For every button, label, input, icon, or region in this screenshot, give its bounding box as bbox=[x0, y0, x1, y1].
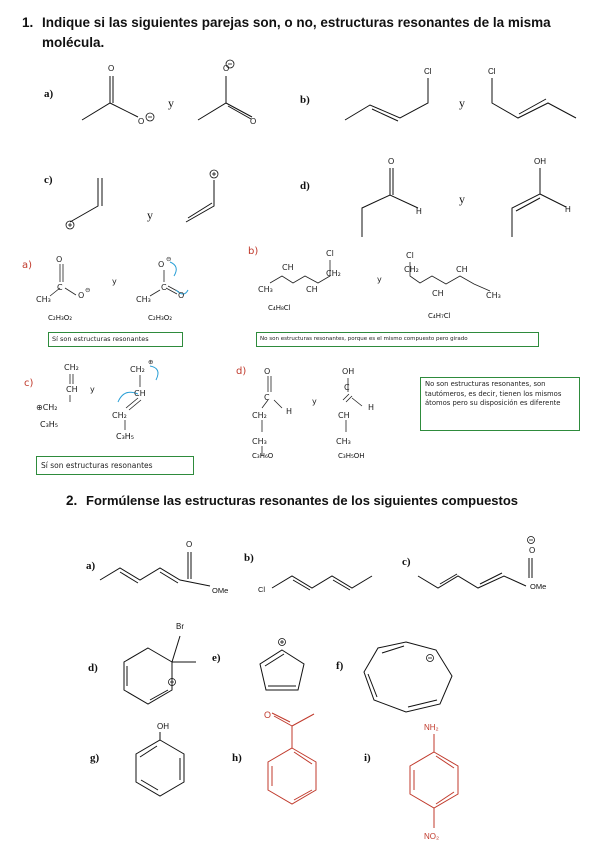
svg-text:CH₂: CH₂ bbox=[404, 265, 419, 274]
svg-text:CH: CH bbox=[456, 265, 468, 274]
q2-label-b: b) bbox=[244, 552, 254, 564]
svg-text:H: H bbox=[565, 205, 571, 214]
svg-text:⊕: ⊕ bbox=[148, 358, 153, 366]
q2-g-oh: OH bbox=[157, 722, 169, 731]
q2-label-h: h) bbox=[232, 752, 242, 764]
q2-label-e: e) bbox=[212, 652, 221, 664]
q2-d-br: Br bbox=[176, 622, 184, 631]
svg-text:O: O bbox=[138, 117, 144, 126]
svg-text:CH: CH bbox=[134, 389, 146, 398]
q2-label-c: c) bbox=[402, 556, 411, 568]
svg-text:O: O bbox=[264, 367, 270, 376]
q2-label-a: a) bbox=[86, 560, 96, 572]
q2-text: Formúlense las estructuras resonantes de… bbox=[86, 493, 519, 508]
svg-text:Cl: Cl bbox=[326, 249, 334, 258]
q1-label-d: d) bbox=[300, 180, 310, 192]
svg-text:Cl: Cl bbox=[424, 67, 432, 76]
svg-text:y: y bbox=[377, 275, 382, 284]
svg-text:CH₂: CH₂ bbox=[326, 269, 341, 278]
q2-c-o: O bbox=[529, 546, 536, 555]
answer-d-formula-right: C₃H₅OH bbox=[338, 452, 365, 460]
q2-i-no2: NO₂ bbox=[424, 832, 440, 841]
svg-text:C: C bbox=[57, 283, 63, 292]
q1-number: 1. bbox=[22, 15, 34, 30]
svg-text:O: O bbox=[388, 157, 394, 166]
answer-d-formula-left: C₃H₆O bbox=[252, 452, 274, 460]
answer-d-label: d) bbox=[236, 366, 247, 377]
q2-c-ome: OMe bbox=[530, 582, 547, 591]
svg-text:H: H bbox=[368, 403, 374, 412]
q2-a-ome: OMe bbox=[212, 586, 229, 595]
svg-text:CH₃: CH₃ bbox=[252, 437, 267, 446]
svg-text:CH: CH bbox=[306, 285, 318, 294]
answer-a-formula-right: C₂H₃O₂ bbox=[148, 314, 173, 322]
svg-text:CH: CH bbox=[338, 411, 350, 420]
svg-text:CH: CH bbox=[66, 385, 78, 394]
answer-c-right: C₃H₅ bbox=[116, 432, 135, 441]
q2-number: 2. bbox=[66, 493, 78, 508]
svg-text:CH: CH bbox=[282, 263, 294, 272]
answer-b-box: No son estructuras resonantes, porque es… bbox=[256, 332, 539, 347]
svg-text:H: H bbox=[416, 207, 422, 216]
q2-label-d: d) bbox=[88, 662, 98, 674]
svg-text:CH₃: CH₃ bbox=[36, 295, 51, 304]
svg-text:O: O bbox=[178, 291, 184, 300]
svg-text:⊖: ⊖ bbox=[85, 286, 90, 294]
q1-and-b: y bbox=[459, 96, 465, 110]
q2-i-nh2: NH₂ bbox=[424, 723, 439, 732]
q1-label-c: c) bbox=[44, 174, 53, 186]
svg-text:Cl: Cl bbox=[488, 67, 496, 76]
svg-text:OH: OH bbox=[342, 367, 354, 376]
q1-and-d: y bbox=[459, 192, 465, 206]
q1-label-a: a) bbox=[44, 88, 54, 100]
svg-text:⊕CH₂: ⊕CH₂ bbox=[36, 403, 58, 412]
svg-text:CH₃: CH₃ bbox=[336, 437, 351, 446]
svg-text:H: H bbox=[286, 407, 292, 416]
svg-text:Cl: Cl bbox=[406, 251, 414, 260]
svg-text:OH: OH bbox=[534, 157, 546, 166]
q2-label-i: i) bbox=[364, 752, 371, 764]
q2-label-g: g) bbox=[90, 752, 100, 764]
answer-a-label: a) bbox=[22, 260, 33, 271]
svg-text:O: O bbox=[56, 255, 62, 264]
q2-h-o: O bbox=[264, 710, 272, 720]
svg-text:C: C bbox=[264, 393, 270, 402]
svg-text:CH: CH bbox=[432, 289, 444, 298]
answer-c-left: C₃H₅ bbox=[40, 420, 59, 429]
svg-text:CH₃: CH₃ bbox=[486, 291, 501, 300]
svg-text:y: y bbox=[312, 397, 317, 406]
answer-a-formula-left: C₂H₃O₂ bbox=[48, 314, 73, 322]
q1-text-line1: Indique si las siguientes parejas son, o… bbox=[42, 15, 551, 30]
answer-a-box: Sí son estructuras resonantes bbox=[48, 332, 183, 347]
q1-and-a: y bbox=[168, 96, 174, 110]
svg-text:O: O bbox=[223, 64, 229, 73]
q1-text-line2: molécula. bbox=[42, 35, 105, 50]
answer-c-label: c) bbox=[24, 378, 34, 389]
q2-a-o: O bbox=[186, 540, 193, 549]
svg-text:CH₃: CH₃ bbox=[258, 285, 273, 294]
svg-text:O: O bbox=[78, 291, 84, 300]
svg-text:y: y bbox=[112, 277, 117, 286]
answer-d-box: No son estructuras resonantes, son tautó… bbox=[420, 377, 580, 431]
q2-label-f: f) bbox=[336, 660, 344, 672]
svg-text:y: y bbox=[90, 385, 95, 394]
svg-text:C: C bbox=[161, 283, 167, 292]
q1-label-b: b) bbox=[300, 94, 310, 106]
answer-c-box: Sí son estructuras resonantes bbox=[36, 456, 194, 475]
svg-text:O: O bbox=[158, 260, 164, 269]
svg-text:CH₃: CH₃ bbox=[136, 295, 151, 304]
answer-b-formula-left: C₄H₈Cl bbox=[268, 304, 291, 312]
svg-text:CH₂: CH₂ bbox=[130, 365, 145, 374]
answer-b-formula-right: C₄H₇Cl bbox=[428, 312, 451, 320]
svg-text:CH₂: CH₂ bbox=[64, 363, 79, 372]
svg-text:C: C bbox=[344, 383, 350, 392]
q2-b-cl: Cl bbox=[258, 585, 266, 594]
svg-text:CH₂: CH₂ bbox=[112, 411, 127, 420]
q1-and-c: y bbox=[147, 208, 153, 222]
svg-text:O: O bbox=[250, 117, 256, 126]
answer-b-label: b) bbox=[248, 246, 259, 257]
svg-text:O: O bbox=[108, 64, 114, 73]
svg-text:CH₂: CH₂ bbox=[252, 411, 267, 420]
svg-text:⊖: ⊖ bbox=[166, 255, 171, 263]
